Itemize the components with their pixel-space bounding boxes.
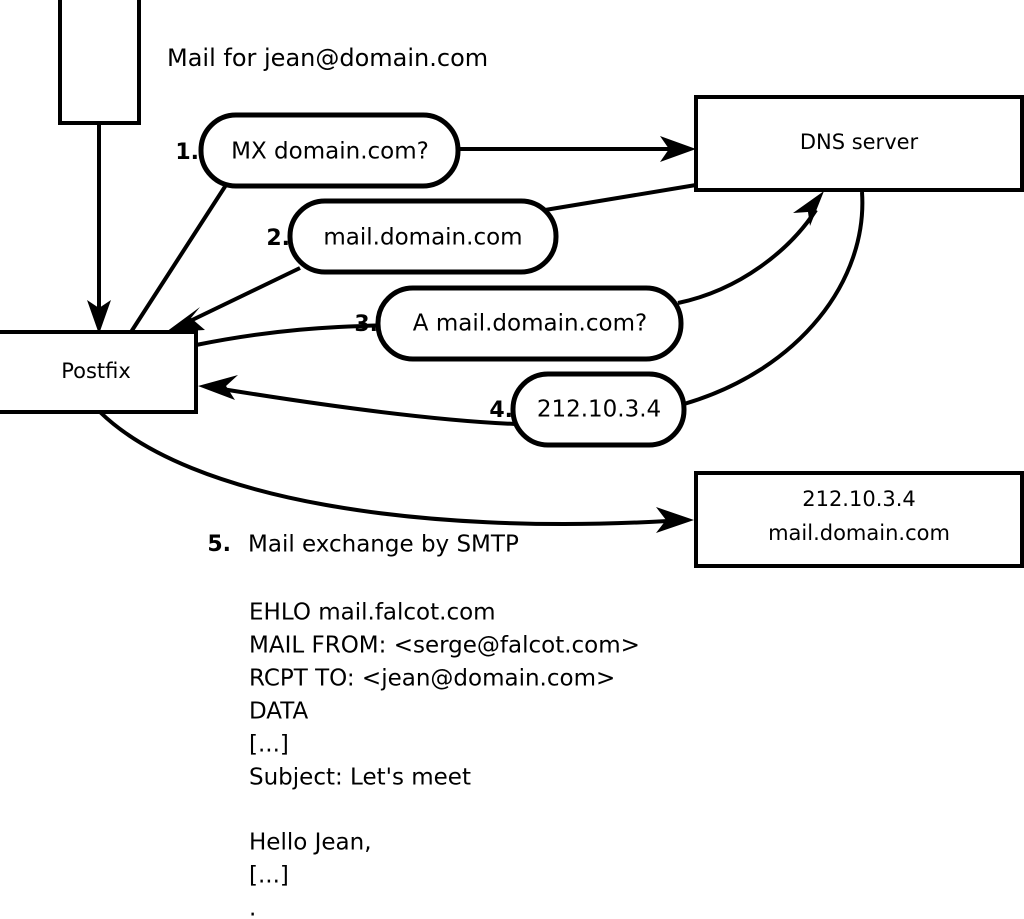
arrowhead-upright bbox=[793, 191, 824, 226]
step-5-label: Mail exchange by SMTP bbox=[248, 532, 519, 558]
arrowhead-right bbox=[660, 136, 696, 162]
node-mail-server-ip: 212.10.3.4 bbox=[802, 487, 916, 511]
node-sender-client bbox=[58, 0, 141, 125]
connector-step3-to-dns bbox=[677, 191, 824, 305]
step-1-bubble: MX domain.com? bbox=[198, 112, 461, 189]
transcript-line: [...] bbox=[249, 732, 289, 758]
step-3-number: 3. bbox=[354, 312, 378, 337]
step-2-bubble: mail.domain.com bbox=[287, 198, 559, 275]
step-3-label: A mail.domain.com? bbox=[413, 311, 647, 337]
step-1-number: 1. bbox=[175, 140, 199, 165]
connector-line bbox=[677, 208, 818, 305]
transcript-line: Subject: Let's meet bbox=[249, 765, 471, 791]
arrowhead-left bbox=[198, 375, 238, 400]
connector-line bbox=[195, 323, 401, 347]
step-4-number: 4. bbox=[489, 398, 513, 423]
bubble-shape bbox=[198, 112, 461, 189]
step-4-label: 212.10.3.4 bbox=[537, 397, 661, 423]
node-mail-server-hostname: mail.domain.com bbox=[768, 521, 950, 545]
step-3-bubble: A mail.domain.com? bbox=[375, 285, 684, 362]
arrowhead-right bbox=[656, 507, 694, 533]
connector-step2-from-dns bbox=[544, 183, 697, 212]
smtp-transcript: EHLO mail.falcot.com MAIL FROM: <serge@f… bbox=[249, 600, 640, 919]
connector-line bbox=[683, 191, 865, 406]
connector-step1-tail bbox=[129, 183, 228, 334]
transcript-line: MAIL FROM: <serge@falcot.com> bbox=[249, 633, 640, 659]
bubble-shape bbox=[510, 371, 687, 448]
connector-step2-to-postfix bbox=[166, 266, 301, 332]
node-postfix-label: Postfix bbox=[61, 359, 131, 383]
transcript-line: [...] bbox=[249, 863, 289, 889]
transcript-line: DATA bbox=[249, 699, 309, 725]
connector-step5-to-mailserver bbox=[98, 410, 694, 533]
node-mail-server bbox=[694, 471, 1024, 568]
step-2-number: 2. bbox=[266, 226, 290, 251]
transcript-line: RCPT TO: <jean@domain.com> bbox=[249, 666, 615, 692]
node-dns-server-label: DNS server bbox=[800, 130, 919, 154]
node-dns-server bbox=[694, 95, 1024, 192]
node-postfix bbox=[0, 330, 198, 414]
step-4-bubble: 212.10.3.4 bbox=[510, 371, 687, 448]
bubble-shape bbox=[287, 198, 559, 275]
transcript-line: Hello Jean, bbox=[249, 830, 372, 856]
connector-step1-to-dns bbox=[458, 136, 696, 162]
connector-client-to-postfix bbox=[87, 123, 111, 334]
step-1-label: MX domain.com? bbox=[231, 139, 429, 165]
connector-step3-from-postfix bbox=[195, 323, 401, 347]
step-5-number: 5. bbox=[207, 532, 231, 557]
page-title: Mail for jean@domain.com bbox=[167, 44, 488, 72]
connector-step4-from-dns bbox=[683, 191, 865, 406]
step-2-label: mail.domain.com bbox=[323, 225, 522, 251]
arrowhead-down bbox=[87, 300, 111, 334]
connector-step4-to-postfix bbox=[198, 375, 516, 426]
connector-line bbox=[221, 387, 516, 426]
arrowhead-downleft bbox=[166, 307, 205, 332]
transcript-line: EHLO mail.falcot.com bbox=[249, 600, 496, 626]
connector-line bbox=[98, 410, 669, 526]
transcript-line: . bbox=[249, 896, 256, 919]
bubble-shape bbox=[375, 285, 684, 362]
connector-line bbox=[129, 183, 228, 334]
connector-line bbox=[544, 183, 697, 212]
connector-line bbox=[187, 266, 301, 324]
